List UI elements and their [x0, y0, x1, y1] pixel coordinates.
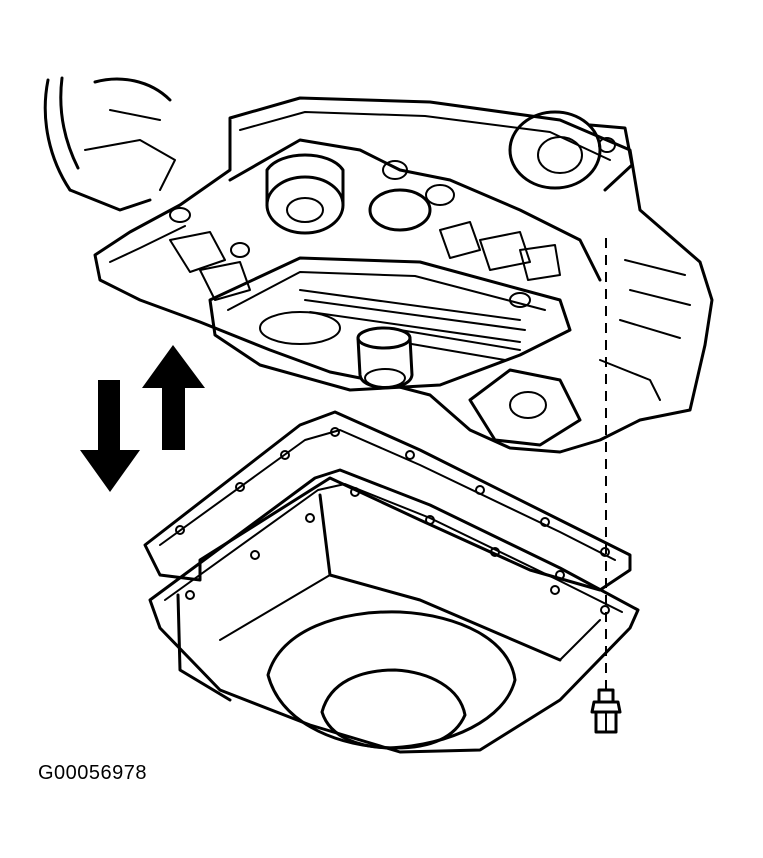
pan-bolt [590, 688, 622, 734]
remove-arrow-down [80, 380, 140, 492]
filter [208, 256, 572, 392]
valve-body [169, 138, 602, 308]
figure-id-label: G00056978 [38, 762, 148, 784]
install-arrow-up [142, 345, 205, 450]
transmission-case [43, 76, 714, 454]
oil-pan [148, 468, 640, 754]
